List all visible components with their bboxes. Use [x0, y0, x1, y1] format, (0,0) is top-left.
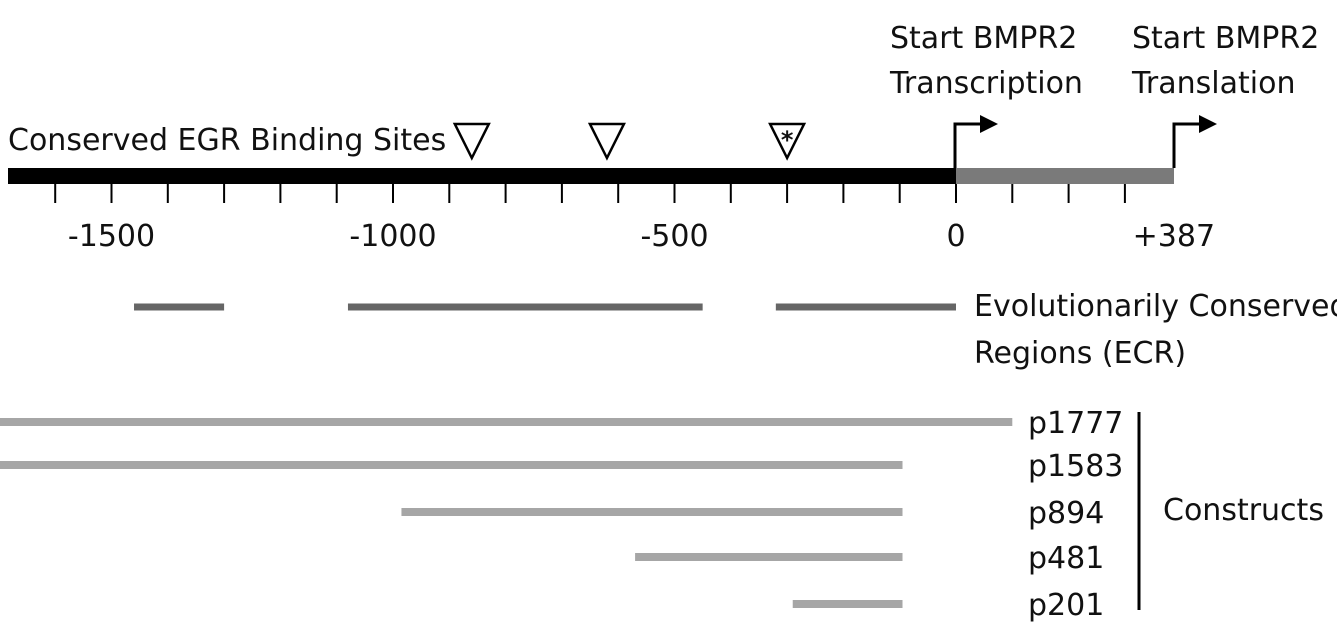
asterisk-icon: *	[781, 126, 794, 154]
constructs-label: Constructs	[1163, 493, 1324, 528]
promoter-bar	[8, 168, 956, 184]
translation-start-marker: Start BMPR2 Translation	[1131, 21, 1319, 168]
translation-label-line2: Translation	[1131, 66, 1295, 101]
constructs: p1777 p1583 p894 p481 p201	[0, 406, 1123, 623]
down-triangle-icon	[452, 122, 491, 161]
transcription-start-marker: Start BMPR2 Transcription	[889, 21, 1083, 168]
tick-labels: -1500 -1000 -500 0 +387	[68, 219, 1215, 254]
transcription-label-line1: Start BMPR2	[890, 21, 1077, 56]
translation-arrow-icon	[1172, 122, 1201, 168]
tick-label: -1000	[349, 219, 436, 254]
transcript-bar	[956, 168, 1174, 184]
construct-label: p1583	[1028, 449, 1123, 484]
ecr-label-line2: Regions (ECR)	[974, 336, 1186, 371]
egr-sites-label: Conserved EGR Binding Sites	[8, 123, 446, 158]
transcription-arrowhead-icon	[980, 115, 998, 133]
egr-site-icon	[587, 122, 626, 161]
construct-label: p894	[1028, 496, 1104, 531]
construct-label: p201	[1028, 588, 1104, 623]
tick-label: 0	[946, 219, 965, 254]
construct-label: p1777	[1028, 406, 1123, 441]
egr-site-icon	[452, 122, 491, 161]
translation-arrowhead-icon	[1199, 115, 1217, 133]
tick-label: +387	[1133, 219, 1215, 254]
egr-site-icon: *	[768, 122, 807, 161]
down-triangle-icon	[587, 122, 626, 161]
down-triangle-icon	[768, 122, 807, 161]
translation-label-line1: Start BMPR2	[1132, 21, 1319, 56]
ecr-label-line1: Evolutionarily Conserved	[974, 289, 1337, 324]
egr-binding-sites: *	[452, 122, 807, 161]
transcription-arrow-icon	[953, 122, 982, 168]
tick-label: -500	[640, 219, 708, 254]
construct-label: p481	[1028, 541, 1104, 576]
transcription-label-line2: Transcription	[889, 66, 1083, 101]
tick-label: -1500	[68, 219, 155, 254]
minor-ticks	[54, 184, 1126, 203]
genomic-axis: -1500 -1000 -500 0 +387	[8, 168, 1215, 254]
